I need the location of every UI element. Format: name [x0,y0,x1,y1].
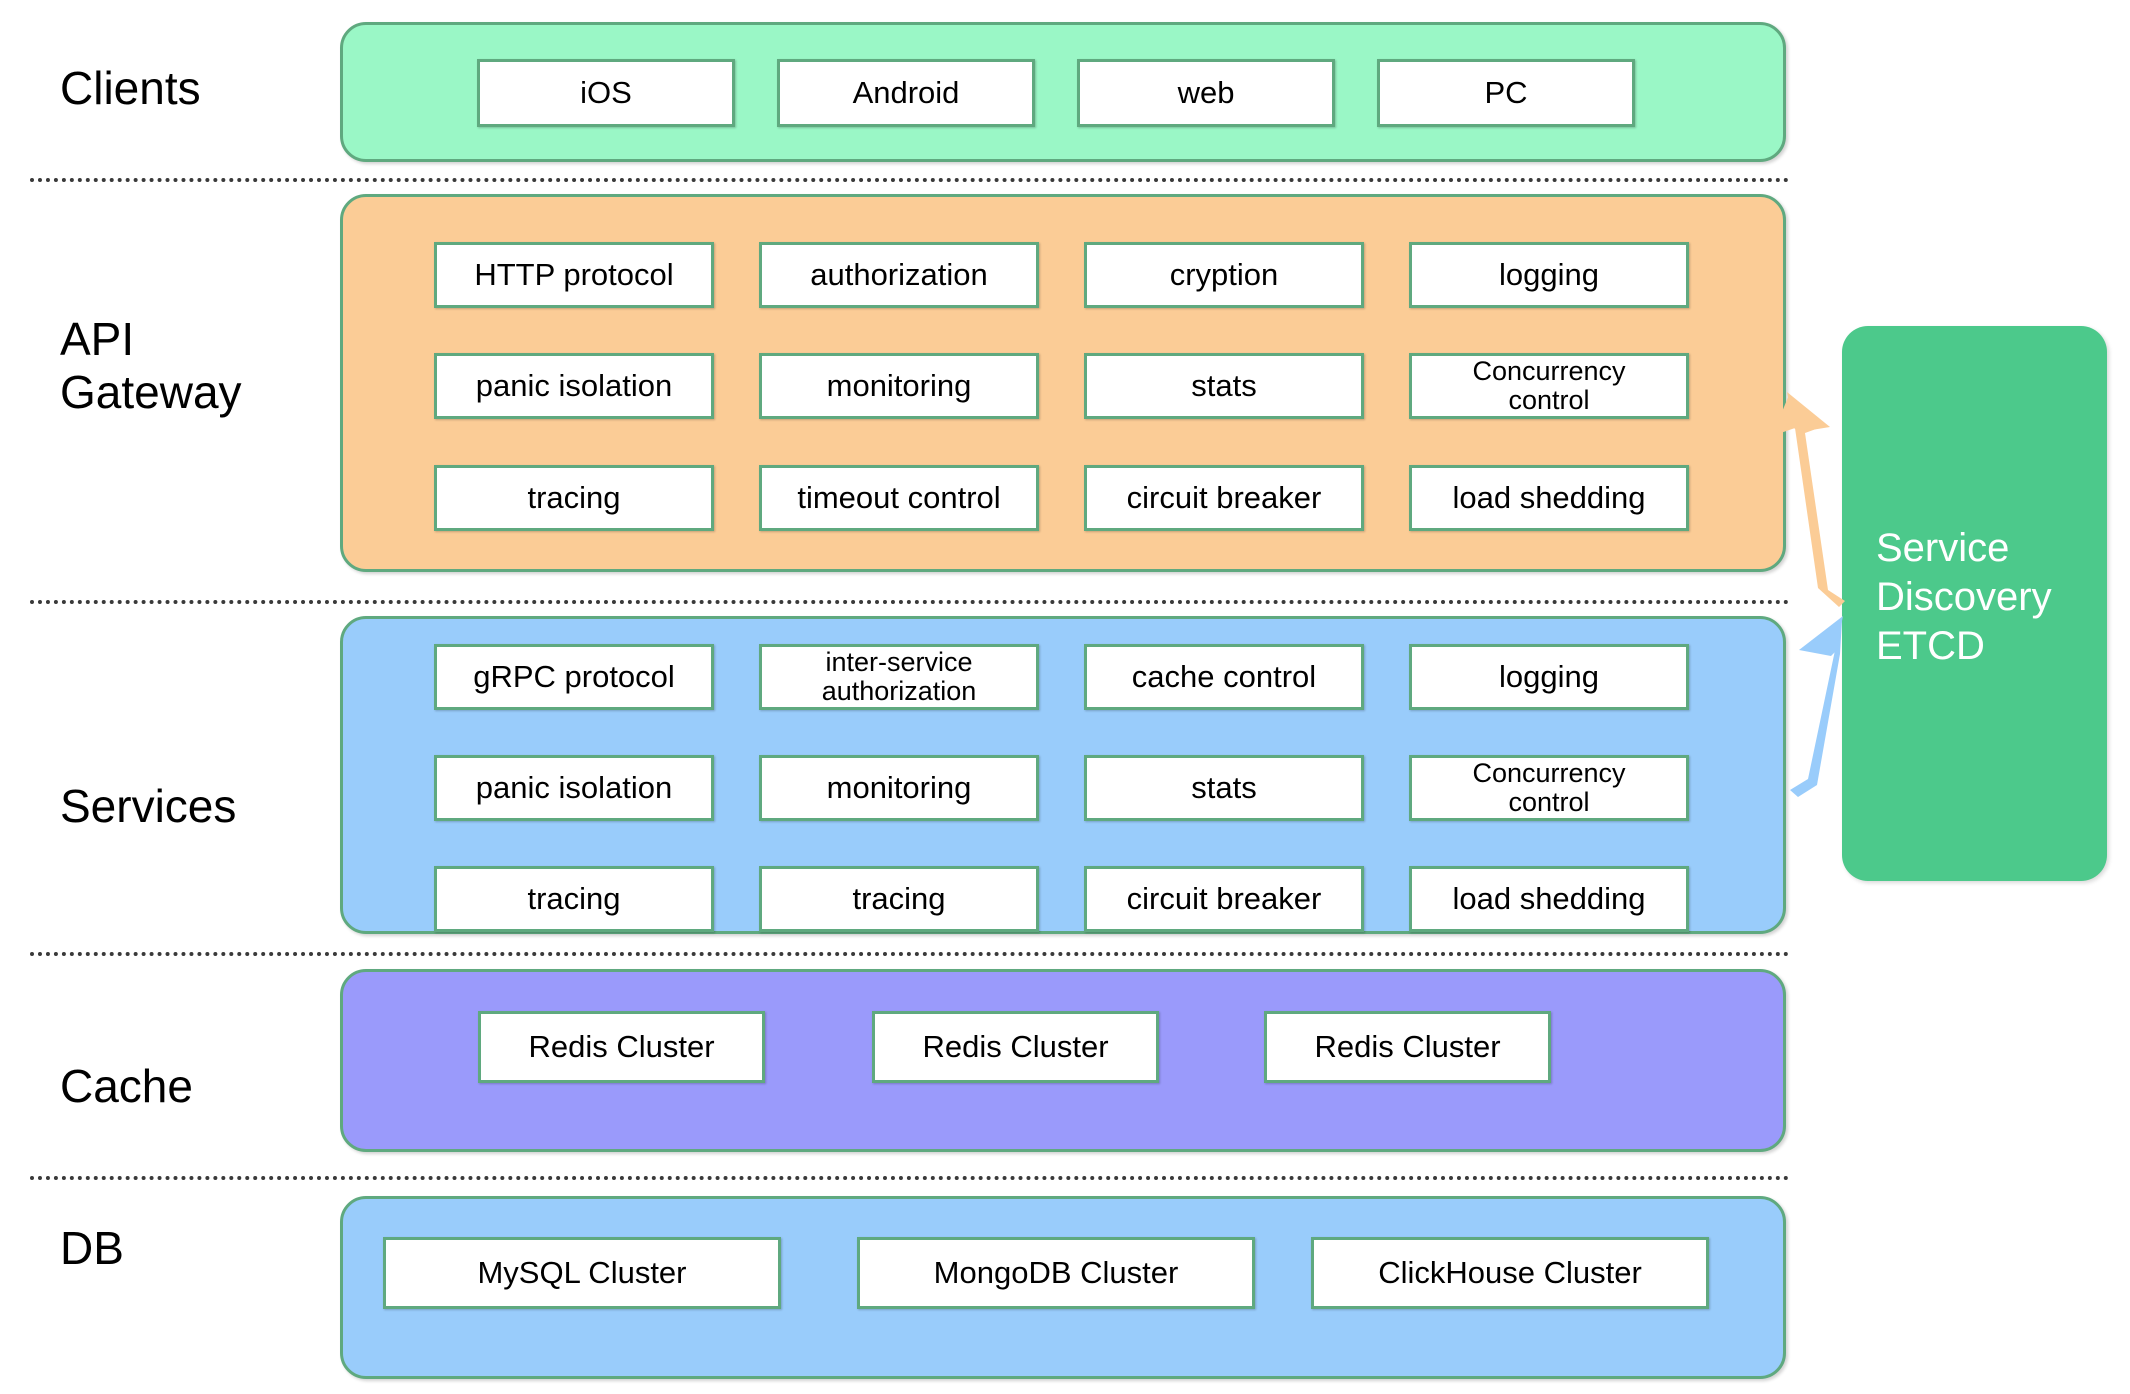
api-gateway-cell-logging[interactable]: logging [1409,242,1689,308]
api-gateway-cell-authorization[interactable]: authorization [759,242,1039,308]
api-gateway-cell-cryption[interactable]: cryption [1084,242,1364,308]
arrow-services-to-etcd-head [1799,616,1843,656]
client-item-ios[interactable]: iOS [477,59,735,127]
arrow-etcd-to-api-gateway-head [1787,392,1830,432]
separator-clients-api [30,178,1790,182]
client-item-web[interactable]: web [1077,59,1335,127]
db-cell-mongodb-cluster[interactable]: MongoDB Cluster [857,1237,1255,1309]
services-cell-concurrency-control[interactable]: Concurrency control [1409,755,1689,821]
tier-label-api-gateway: API Gateway [60,313,242,418]
client-item-android[interactable]: Android [777,59,1035,127]
arrow-services-to-etcd [1790,620,1842,797]
separator-services-cache [30,952,1790,956]
cache-cell-redis-cluster-3[interactable]: Redis Cluster [1264,1011,1551,1083]
api-gateway-cell-stats[interactable]: stats [1084,353,1364,419]
tier-label-cache: Cache [60,1060,193,1112]
service-discovery-etcd-node[interactable]: Service Discovery ETCD [1842,326,2107,881]
db-cell-mysql-cluster[interactable]: MySQL Cluster [383,1237,781,1309]
services-cell-load-shedding[interactable]: load shedding [1409,866,1689,932]
api-gateway-cell-panic-isolation[interactable]: panic isolation [434,353,714,419]
separator-api-services [30,600,1790,604]
services-cell-circuit-breaker[interactable]: circuit breaker [1084,866,1364,932]
services-cell-grpc-protocol[interactable]: gRPC protocol [434,644,714,710]
db-cell-clickhouse-cluster[interactable]: ClickHouse Cluster [1311,1237,1709,1309]
api-gateway-cell-concurrency-control[interactable]: Concurrency control [1409,353,1689,419]
cache-cell-redis-cluster-2[interactable]: Redis Cluster [872,1011,1159,1083]
tier-label-clients: Clients [60,62,201,114]
services-cell-logging[interactable]: logging [1409,644,1689,710]
services-cell-stats[interactable]: stats [1084,755,1364,821]
api-gateway-cell-tracing[interactable]: tracing [434,465,714,531]
separator-cache-db [30,1176,1790,1180]
services-cell-inter-service-authorization[interactable]: inter-service authorization [759,644,1039,710]
services-cell-tracing-1[interactable]: tracing [434,866,714,932]
service-discovery-etcd-label: Service Discovery ETCD [1876,526,2052,668]
services-cell-tracing-2[interactable]: tracing [759,866,1039,932]
api-gateway-cell-circuit-breaker[interactable]: circuit breaker [1084,465,1364,531]
tier-label-services: Services [60,780,237,832]
api-gateway-cell-http-protocol[interactable]: HTTP protocol [434,242,714,308]
api-gateway-cell-timeout-control[interactable]: timeout control [759,465,1039,531]
client-item-pc[interactable]: PC [1377,59,1635,127]
services-cell-monitoring[interactable]: monitoring [759,755,1039,821]
services-cell-panic-isolation[interactable]: panic isolation [434,755,714,821]
tier-label-db: DB [60,1222,124,1274]
services-cell-cache-control[interactable]: cache control [1084,644,1364,710]
cache-cell-redis-cluster-1[interactable]: Redis Cluster [478,1011,765,1083]
api-gateway-cell-monitoring[interactable]: monitoring [759,353,1039,419]
api-gateway-cell-load-shedding[interactable]: load shedding [1409,465,1689,531]
